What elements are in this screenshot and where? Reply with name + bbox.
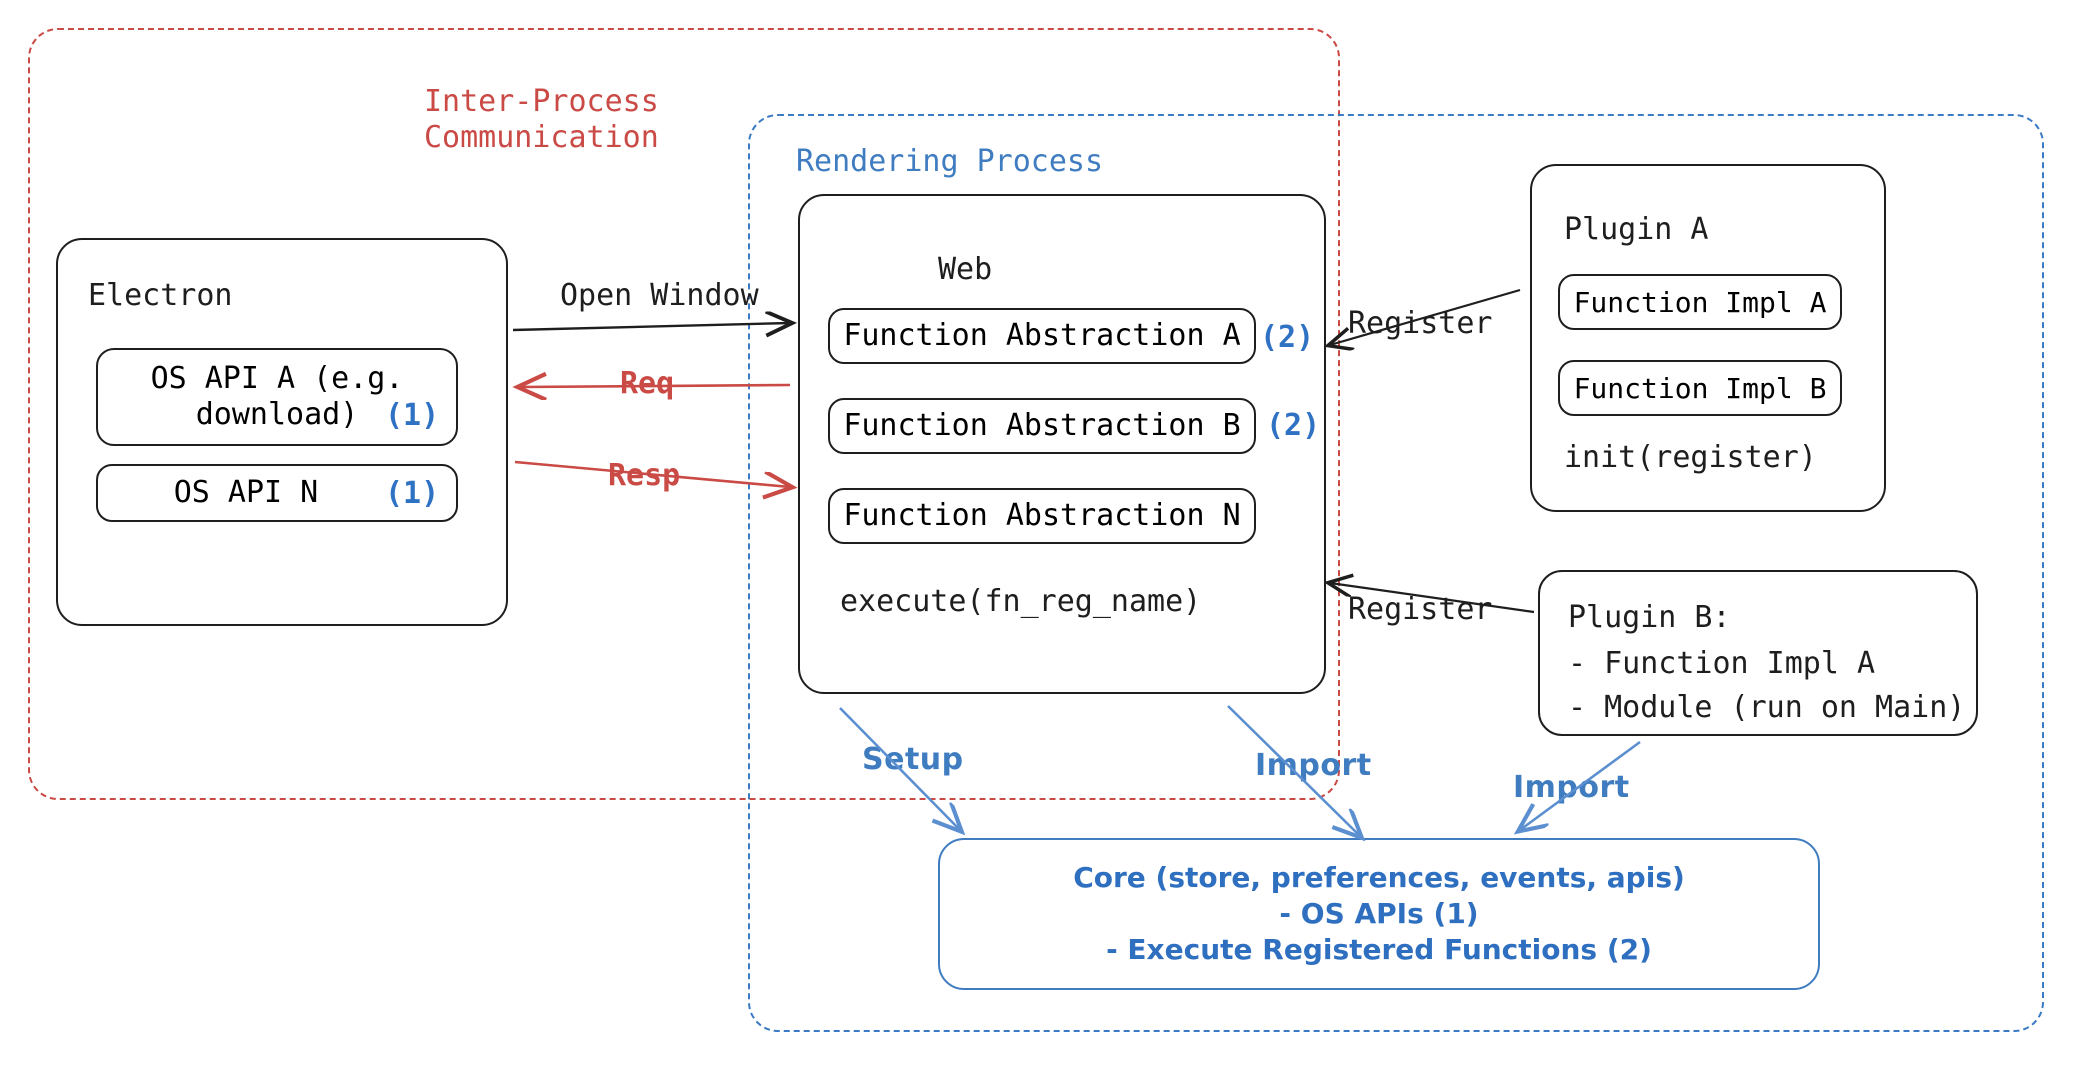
function-abstraction-b-marker: (2) xyxy=(1266,408,1321,443)
os-api-a-label-line1: OS API A (e.g. xyxy=(150,361,404,396)
function-abstraction-a-marker: (2) xyxy=(1260,320,1315,355)
ipc-label-line1: Inter-Process xyxy=(424,84,659,119)
plugin-b-box xyxy=(1538,570,1978,736)
plugin-b-line3: - Module (run on Main) xyxy=(1568,690,1966,725)
function-abstraction-n-label: Function Abstraction N xyxy=(843,498,1241,533)
os-api-n-box[interactable]: OS API N xyxy=(96,464,458,522)
ipc-container xyxy=(28,28,1340,800)
plugin-b-line2: - Function Impl A xyxy=(1568,646,1876,681)
rendering-process-label: Rendering Process xyxy=(796,144,1104,179)
os-api-a-label-line2: download) xyxy=(195,397,359,432)
function-impl-b-label: Function Impl B xyxy=(1573,371,1827,405)
open-window-label: Open Window xyxy=(560,278,759,313)
web-title: Web xyxy=(938,252,993,287)
plugin-a-init-label: init(register) xyxy=(1564,440,1817,475)
electron-title: Electron xyxy=(88,278,233,313)
import-plugin-label: Import xyxy=(1513,770,1630,805)
plugin-b-line1: Plugin B: xyxy=(1568,600,1731,635)
function-abstraction-b-box[interactable]: Function Abstraction B xyxy=(828,398,1256,454)
register-b-label: Register xyxy=(1348,592,1493,627)
core-line1: Core (store, preferences, events, apis) xyxy=(1073,861,1685,894)
os-api-a-marker: (1) xyxy=(385,398,440,433)
os-api-n-label: OS API N xyxy=(173,475,319,510)
os-api-n-marker: (1) xyxy=(385,476,440,511)
ipc-label-line2: Communication xyxy=(424,120,659,155)
register-a-label: Register xyxy=(1348,306,1493,341)
web-execute-label: execute(fn_reg_name) xyxy=(840,584,1202,619)
function-abstraction-a-label: Function Abstraction A xyxy=(843,318,1241,353)
function-abstraction-b-label: Function Abstraction B xyxy=(843,408,1241,443)
import-web-label: Import xyxy=(1255,748,1372,783)
core-line2: - OS APIs (1) xyxy=(1279,897,1479,930)
core-box: Core (store, preferences, events, apis) … xyxy=(938,838,1820,990)
function-abstraction-a-box[interactable]: Function Abstraction A xyxy=(828,308,1256,364)
os-api-a-box[interactable]: OS API A (e.g. download) xyxy=(96,348,458,446)
function-impl-a-box[interactable]: Function Impl A xyxy=(1558,274,1842,330)
function-impl-a-label: Function Impl A xyxy=(1573,285,1827,319)
function-impl-b-box[interactable]: Function Impl B xyxy=(1558,360,1842,416)
resp-label: Resp xyxy=(608,458,681,493)
rendering-process-container xyxy=(748,114,2044,1032)
plugin-a-title: Plugin A xyxy=(1564,212,1709,247)
core-line3: - Execute Registered Functions (2) xyxy=(1106,933,1652,966)
plugin-a-box xyxy=(1530,164,1886,512)
setup-label: Setup xyxy=(862,742,964,777)
function-abstraction-n-box[interactable]: Function Abstraction N xyxy=(828,488,1256,544)
req-label: Req xyxy=(620,366,675,401)
